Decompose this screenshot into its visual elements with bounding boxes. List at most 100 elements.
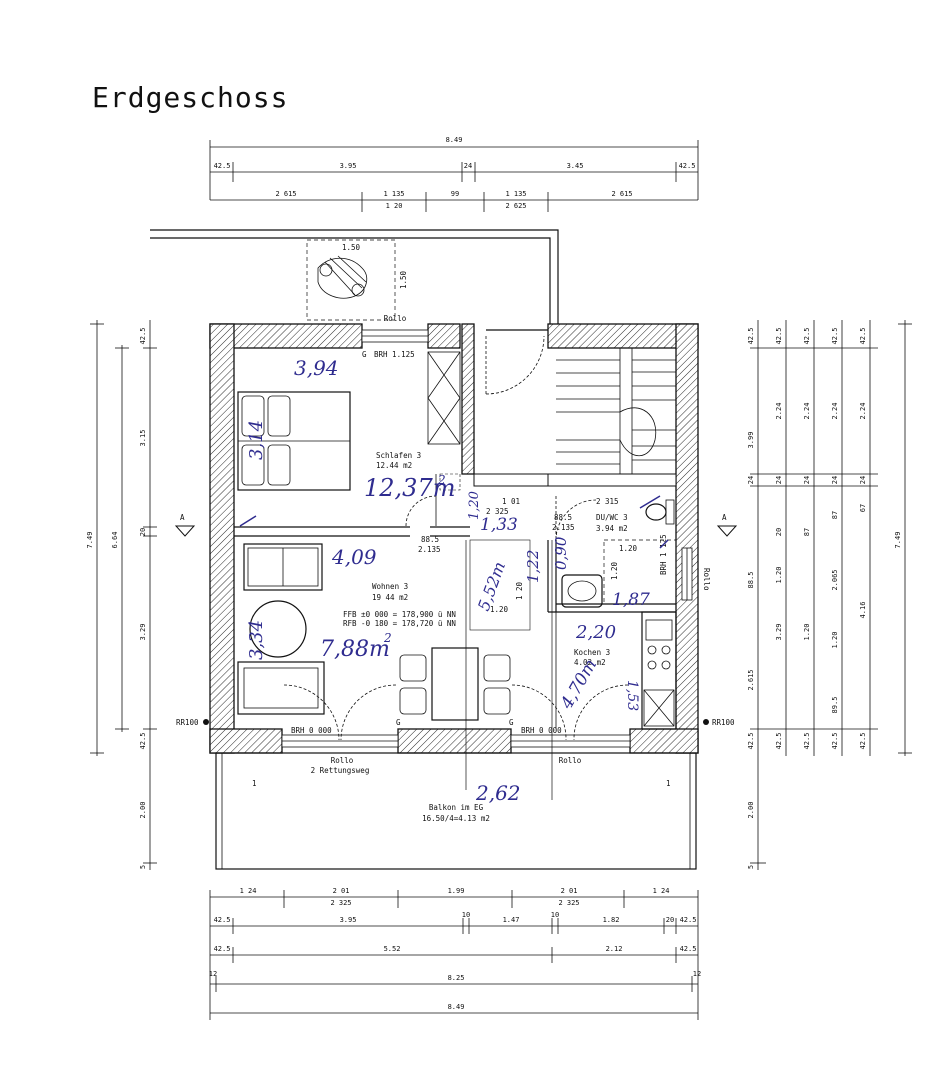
dim-bot-r2-3: 1.47: [503, 916, 520, 924]
dim-r-c-0: 42.5: [803, 328, 811, 345]
section-markers: A A RR100 RR100 Rollo: [174, 513, 738, 727]
dim-top-r2-2: 24: [464, 162, 472, 170]
dim-r-c-7: 42.5: [803, 733, 811, 750]
dim-left-bal-0: 2.00: [139, 802, 147, 819]
dim-r-d-1: 2.24: [859, 403, 867, 420]
dim-left-in-0: 42.5: [139, 328, 147, 345]
page-title: Erdgeschoss: [92, 81, 288, 114]
dim-r-a-4: 2.615: [747, 669, 755, 690]
rr100-left: RR100: [176, 718, 199, 727]
dim-top-r3-2: 99: [451, 190, 459, 198]
dim-r-a-2: 24: [747, 476, 755, 484]
room-kochen-name: Kochen 3: [574, 648, 610, 657]
dim-120-duwc-v: 1.20: [610, 561, 619, 580]
hand-470: 4,70m: [557, 656, 602, 714]
hand-394: 3,94: [294, 356, 339, 380]
brh-top: BRH 1.125: [374, 350, 415, 359]
stair-dim-side: 1.50: [399, 270, 408, 289]
dim-r-b-5: 3.29: [775, 624, 783, 641]
room-labels: G BRH 1.125 Schlafen 3 12.44 m2 Wohnen 3…: [291, 350, 668, 735]
hand-220: 2,20: [575, 622, 616, 643]
dim-r-c-2: 24: [803, 476, 811, 484]
dim-bot-r1-sub1: 2 325: [558, 899, 579, 907]
balcony-name: Balkon im EG: [429, 803, 484, 812]
dim-bot-r2-1: 3.95: [340, 916, 357, 924]
door1-height: 2.135: [418, 545, 441, 554]
dim-r-d-5: 42.5: [859, 733, 867, 750]
section-marker-right: A: [722, 513, 727, 522]
dim-r-c2-0: 42.5: [831, 328, 839, 345]
dim-bot-r2-7: 42.5: [680, 916, 697, 924]
bicycle-icon: [317, 255, 368, 299]
right-dimensions: 42.5 3.99 24 88.5 2.615 42.5 42.5 2.24 2…: [747, 320, 912, 870]
dim-r-d-3: 67: [859, 504, 867, 512]
dim-top-r3-sub0: 1 20: [386, 202, 403, 210]
brh-bottom-right: BRH 0 000: [521, 726, 562, 735]
dim-left-in-3: 3.29: [139, 624, 147, 641]
dim-r-b-4: 1.20: [775, 567, 783, 584]
left-dimensions: 7.49 6.64 42.5 3.15 20 3.29 42.5 2.00 5: [86, 320, 157, 870]
double-bed: [237, 391, 351, 491]
dim-top-r3-0: 2 615: [275, 190, 296, 198]
hand-120b: 1,20: [467, 491, 482, 520]
dim-bot-r2-0: 42.5: [214, 916, 231, 924]
dim-bot-r1-1: 2 01: [333, 887, 350, 895]
dim-r-a-1: 3.99: [747, 432, 755, 449]
rollo-top: Rollo: [384, 314, 407, 323]
dim-bot-r4-1: 8.25: [448, 974, 465, 982]
stair-dim-top: 1.50: [342, 243, 361, 252]
dim-bot-r3-2: 2.12: [606, 945, 623, 953]
dim-120-hall: 1.20: [490, 605, 509, 614]
balcony-area: 16.50/4=4.13 m2: [422, 814, 490, 823]
dim-r-c2-7: 42.5: [831, 733, 839, 750]
hand-262: 2,62: [475, 781, 521, 805]
hand-153: 1,53: [624, 680, 640, 711]
dim-bot-r1-0: 1 24: [240, 887, 257, 895]
dim-bot-r4-0: 12: [209, 970, 217, 978]
room-duwc-area: 3.94 m2: [596, 524, 628, 533]
dim-r-b-0: 42.5: [775, 328, 783, 345]
balcony: 1 1 Rollo 2 Rettungsweg Rollo Balkon im …: [215, 752, 697, 870]
door1-width: 88.5: [421, 535, 439, 544]
dim-r-d-2: 24: [859, 476, 867, 484]
hand-187: 1,87: [612, 590, 650, 610]
dim-bot-r2-6: 20: [666, 916, 674, 924]
rettungsweg-label: 2 Rettungsweg: [311, 766, 370, 775]
dim-r-c2-3: 87: [831, 511, 839, 519]
living-furniture: [237, 543, 629, 741]
dim-r-c2-5: 1.20: [831, 632, 839, 649]
dim-left-bal-1: 5: [139, 865, 147, 869]
bedroom-door: [405, 473, 461, 527]
dim-2315: 2 315: [596, 497, 619, 506]
dim-r-b-2: 24: [775, 476, 783, 484]
dim-top-r2-1: 3.95: [340, 162, 357, 170]
hand-133: 1,33: [480, 515, 518, 535]
entry-area: 1.50 1.50 Rollo: [150, 229, 559, 324]
dim-left-outer: 7.49: [86, 532, 94, 549]
dim-120-duwc: 1.20: [619, 544, 638, 553]
hand-788: 7,88m: [320, 637, 390, 662]
dim-r-c2-2: 24: [831, 476, 839, 484]
rollo-bottom-right: Rollo: [559, 756, 582, 765]
entrance-door: [485, 329, 548, 395]
dim-top-r3-sub1: 2 625: [505, 202, 526, 210]
room-wohnen-area: 19 44 m2: [372, 593, 408, 602]
dim-r-a-0: 42.5: [747, 328, 755, 345]
rollo-right: Rollo: [702, 568, 711, 591]
dim-r-b-6: 42.5: [775, 733, 783, 750]
dim-left-in-1: 3.15: [139, 430, 147, 447]
balcony-mark-left: 1: [252, 779, 257, 788]
dim-r-c2-4: 2.065: [831, 569, 839, 590]
dim-top-r3-1: 1 135: [383, 190, 404, 198]
ffb-level: FFB ±0 000 = 178,900 ü NN: [343, 610, 456, 619]
hand-334: 3,34: [246, 620, 267, 660]
hand-1237: 12,37m: [364, 474, 455, 502]
dim-r-a-3: 88.5: [747, 572, 755, 589]
hand-122: 1,22: [524, 550, 542, 583]
dim-r-d-4: 4.16: [859, 602, 867, 619]
dim-bot-r1-sub0: 2 325: [330, 899, 351, 907]
room-duwc-name: DU/WC 3: [596, 513, 628, 522]
kitchen-fixtures: [641, 611, 677, 730]
dim-2325: 2 325: [486, 507, 509, 516]
dim-bot-r1-3: 2 01: [561, 887, 578, 895]
